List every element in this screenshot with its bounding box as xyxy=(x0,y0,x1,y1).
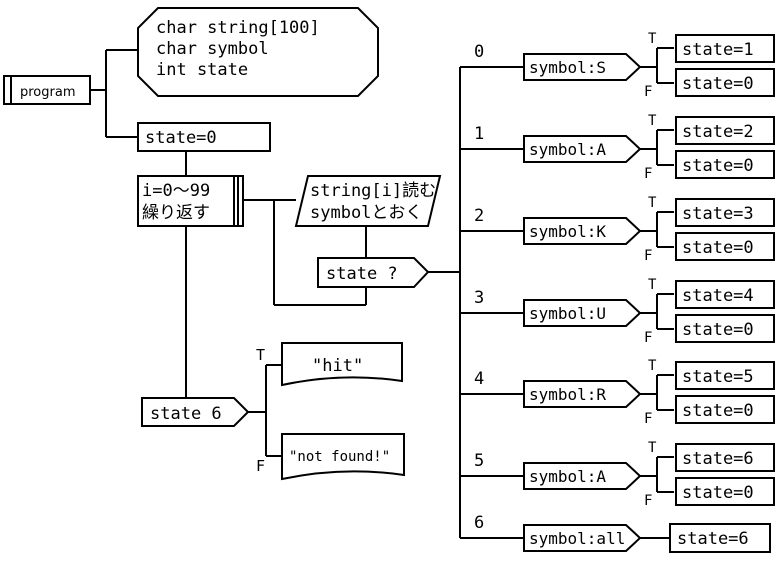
case-label: 5 xyxy=(474,451,484,471)
condition-box xyxy=(523,53,642,81)
false-label: F xyxy=(644,166,652,182)
loop-line-2: 繰り返す xyxy=(142,203,210,223)
true-label: T xyxy=(648,277,657,293)
true-action-label: state=6 xyxy=(682,449,754,469)
false-action-box xyxy=(675,477,775,506)
false-action-label: state=0 xyxy=(682,74,754,94)
condition-box xyxy=(523,380,642,408)
false-label: F xyxy=(644,84,652,100)
false-label: F xyxy=(644,411,652,427)
declaration-line-1: char string[100] xyxy=(156,18,320,38)
case-label: 0 xyxy=(474,42,484,62)
check-state-label: state 6 xyxy=(150,404,222,424)
true-label: T xyxy=(648,195,657,211)
false-action-box xyxy=(675,150,775,179)
false-action-box xyxy=(675,68,775,97)
read-io-line-1: string[i]読む xyxy=(310,181,436,201)
declaration-line-2: char symbol xyxy=(156,39,269,59)
switch-box xyxy=(317,257,430,288)
false-action-label: state=0 xyxy=(682,401,754,421)
false-label: F xyxy=(644,248,652,264)
condition-label: symbol:K xyxy=(529,222,606,241)
false-action-box xyxy=(675,232,775,261)
false-action-box xyxy=(675,395,775,424)
condition-box xyxy=(523,299,642,327)
init-state-label: state=0 xyxy=(145,128,217,148)
true-action-box xyxy=(669,523,771,553)
case-label: 1 xyxy=(474,124,484,144)
notfound-text: "not found!" xyxy=(289,449,390,465)
condition-label: symbol:A xyxy=(529,140,606,159)
case-label: 2 xyxy=(474,206,484,226)
declaration-line-3: int state xyxy=(156,60,248,80)
false-action-label: state=0 xyxy=(682,156,754,176)
condition-box xyxy=(523,135,642,163)
loop-line-1: i=0～99 xyxy=(142,181,210,201)
case-label: 6 xyxy=(474,513,484,533)
true-action-label: state=4 xyxy=(682,286,754,306)
read-io-line-2: symbolとおく xyxy=(310,203,422,223)
condition-box xyxy=(523,217,642,245)
true-action-box xyxy=(675,198,775,227)
case-label: 4 xyxy=(474,369,484,389)
program-label: program xyxy=(20,85,76,100)
condition-label: symbol:A xyxy=(529,467,606,486)
false-action-box xyxy=(675,314,775,343)
true-action-label: state=1 xyxy=(682,40,754,60)
false-action-label: state=0 xyxy=(682,483,754,503)
condition-label: symbol:R xyxy=(529,385,606,404)
init-state-box xyxy=(137,122,271,152)
true-label: T xyxy=(648,358,657,374)
true-action-label: state=5 xyxy=(682,367,754,387)
switch-label: state ? xyxy=(326,264,398,284)
false-label: F xyxy=(644,493,652,509)
hit-text: "hit" xyxy=(312,356,363,376)
condition-label: symbol:all xyxy=(529,529,625,548)
condition-box xyxy=(523,462,642,490)
true-action-box xyxy=(675,116,775,145)
false-action-label: state=0 xyxy=(682,238,754,258)
true-label: T xyxy=(648,440,657,456)
condition-label: symbol:S xyxy=(529,58,606,77)
true-action-box xyxy=(675,34,775,63)
condition-label: symbol:U xyxy=(529,304,606,323)
condition-box xyxy=(523,524,642,552)
true-action-box xyxy=(675,280,775,309)
case-label: 3 xyxy=(474,288,484,308)
true-action-label: state=6 xyxy=(677,529,749,549)
true-label: T xyxy=(648,31,657,47)
check-state-box xyxy=(141,397,250,427)
check-false-label: F xyxy=(256,457,265,475)
hit-output-box xyxy=(281,342,403,387)
read-io-box xyxy=(294,175,442,227)
false-action-label: state=0 xyxy=(682,320,754,340)
true-label: T xyxy=(648,113,657,129)
true-action-box xyxy=(675,361,775,390)
declaration-box xyxy=(137,7,379,97)
true-action-label: state=2 xyxy=(682,122,754,142)
check-true-label: T xyxy=(256,346,265,364)
false-label: F xyxy=(644,330,652,346)
true-action-box xyxy=(675,443,775,472)
true-action-label: state=3 xyxy=(682,204,754,224)
notfound-output-box xyxy=(281,433,405,481)
